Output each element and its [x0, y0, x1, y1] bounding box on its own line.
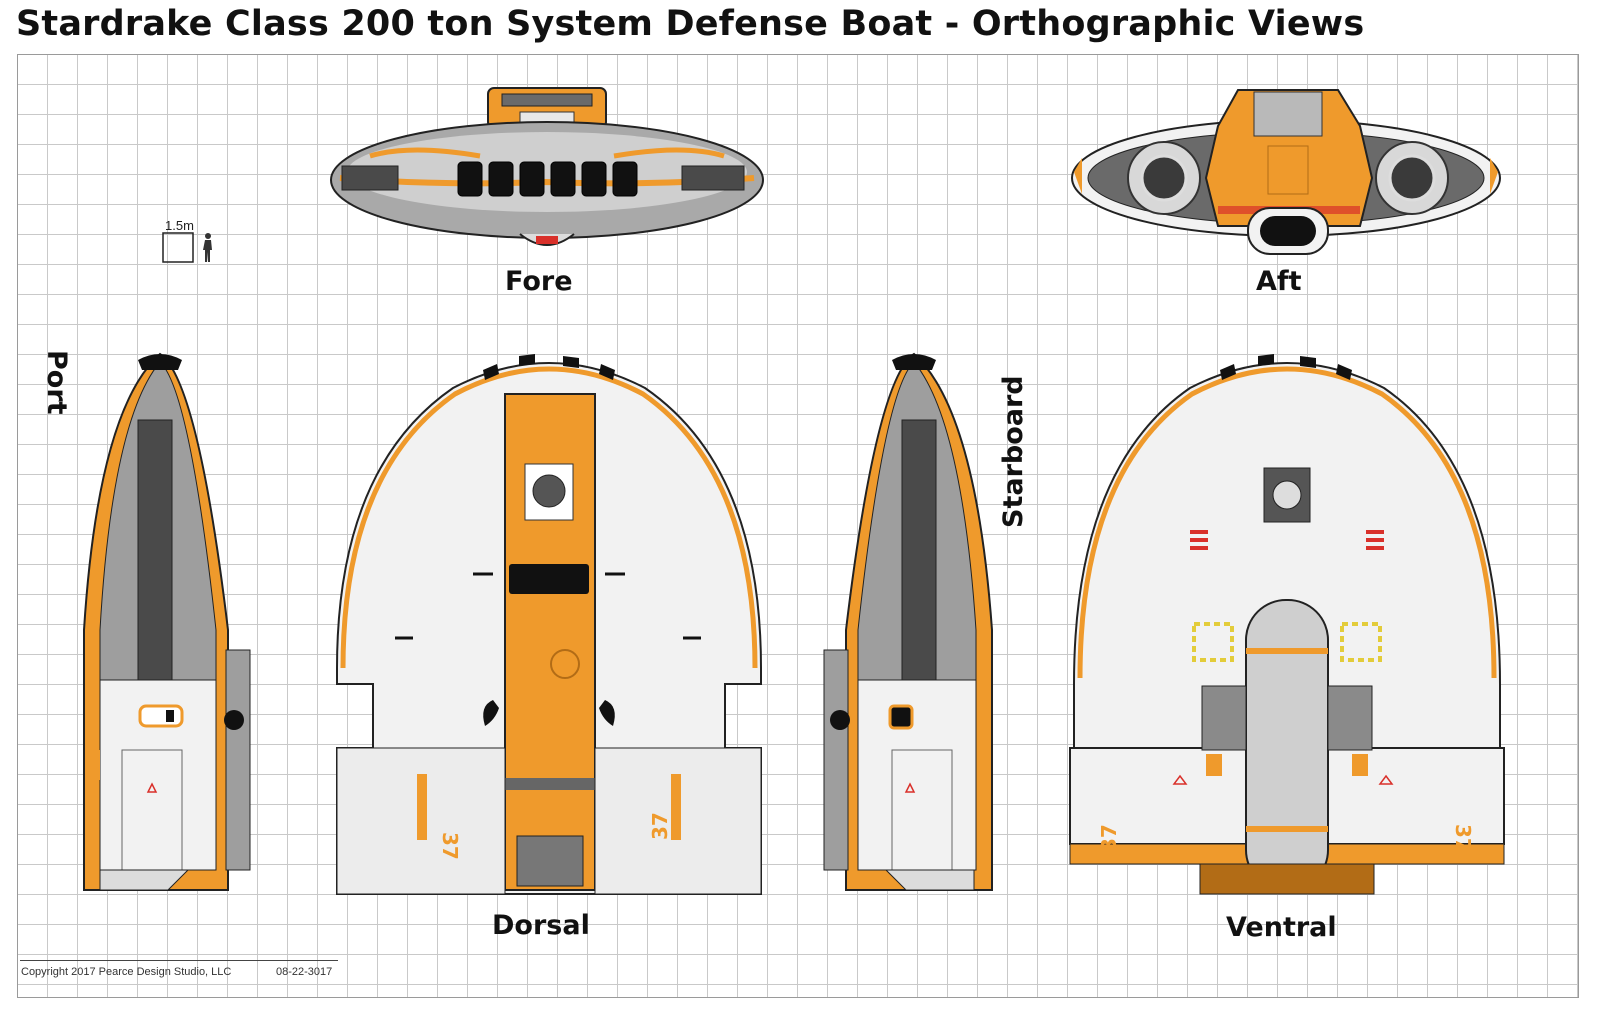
dorsal-starboard-hull-number: 37 [648, 812, 672, 840]
fore-view-label: Fore [505, 266, 573, 297]
scale-label: 1.5m [165, 218, 194, 233]
ventral-starboard-hull-number: 37 [1451, 824, 1475, 852]
ventral-view-label: Ventral [1226, 912, 1337, 943]
fore-view-drawing [330, 87, 764, 246]
sheet-title: Stardrake Class 200 ton System Defense B… [16, 4, 1365, 44]
dorsal-view-label: Dorsal [492, 910, 590, 941]
starboard-view-label: Starboard [998, 375, 1029, 528]
scale-figure [162, 232, 212, 263]
port-view-label: Port [41, 350, 72, 415]
ventral-view-drawing: 37 37 [1069, 354, 1505, 895]
drawing-date: 08-22-3017 [276, 966, 333, 978]
dorsal-view-drawing: 37 37 [336, 354, 762, 895]
footer-rule [20, 960, 338, 961]
copyright-notice: Copyright 2017 Pearce Design Studio, LLC [21, 966, 232, 978]
starboard-view-drawing [823, 352, 993, 891]
port-view-drawing [83, 352, 251, 891]
dorsal-port-hull-number: 37 [438, 832, 462, 860]
ventral-port-hull-number: 37 [1097, 824, 1121, 852]
aft-view-drawing [1071, 89, 1501, 255]
aft-view-label: Aft [1256, 266, 1302, 297]
